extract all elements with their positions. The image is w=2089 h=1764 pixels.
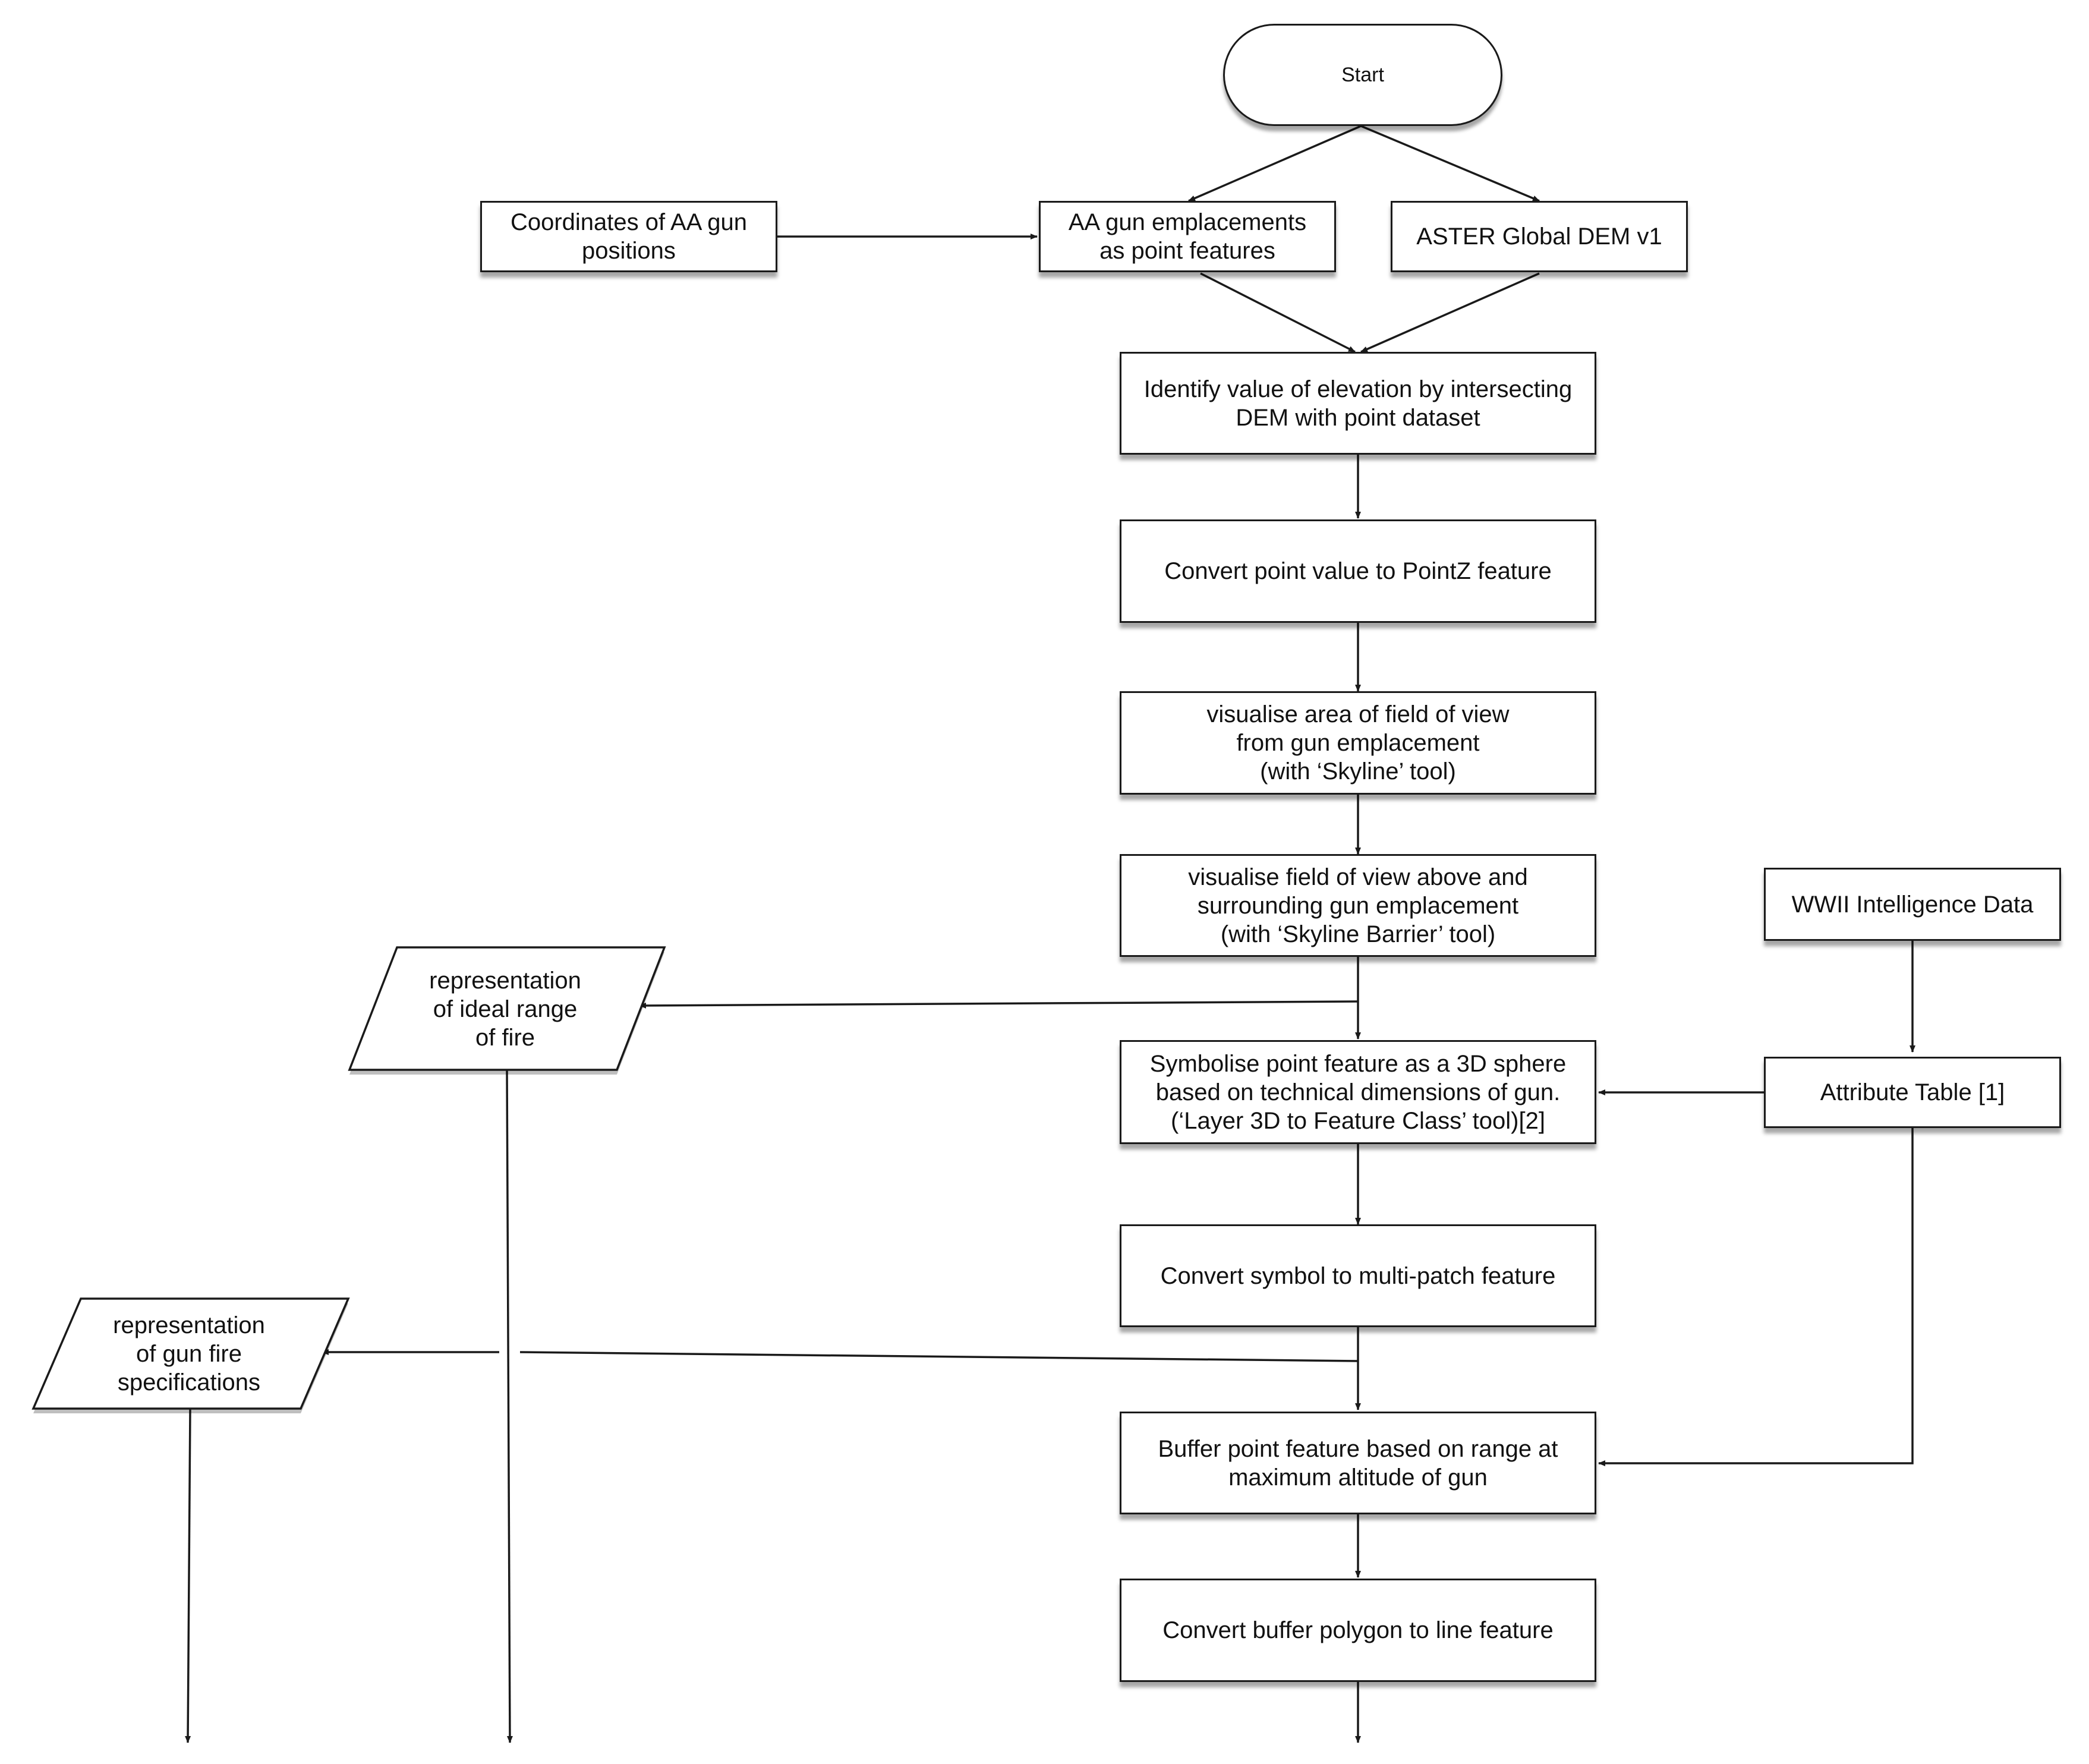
- identify-elevation-box: Identify value of elevation by intersect…: [1120, 352, 1596, 455]
- representation-specs-label-wrap: representation of gun fire specification…: [76, 1302, 302, 1406]
- edge-aa-points-to-identify: [1200, 272, 1356, 353]
- aa-gun-points-label: AA gun emplacements as point features: [1068, 209, 1307, 264]
- representation-range-label: representation of ideal range of fire: [429, 968, 581, 1051]
- attribute-table-box: Attribute Table [1]: [1764, 1057, 2061, 1128]
- convert-line-label: Convert buffer polygon to line feature: [1162, 1617, 1554, 1643]
- edge-start-to-aster: [1360, 125, 1540, 202]
- edge-start-to-aa-points: [1188, 125, 1362, 202]
- aster-dem-box: ASTER Global DEM v1: [1391, 201, 1688, 272]
- edge-attribute-to-buffer: [1598, 1128, 1914, 1466]
- wwii-intel-label: WWII Intelligence Data: [1791, 891, 2034, 918]
- coordinates-label: Coordinates of AA gun positions: [510, 209, 748, 264]
- edge-to-representation-range: [639, 1000, 1359, 1009]
- convert-multipatch-label: Convert symbol to multi-patch feature: [1160, 1262, 1556, 1289]
- start-label: Start: [1341, 64, 1384, 86]
- convert-pointz-label: Convert point value to PointZ feature: [1164, 558, 1552, 584]
- attribute-table-label: Attribute Table [1]: [1820, 1079, 2005, 1105]
- coordinates-box: Coordinates of AA gun positions: [480, 201, 777, 272]
- visualise-area-box: visualise area of field of view from gun…: [1120, 691, 1596, 795]
- convert-multipatch-box: Convert symbol to multi-patch feature: [1120, 1224, 1596, 1327]
- buffer-label: Buffer point feature based on range at m…: [1158, 1435, 1558, 1491]
- buffer-box: Buffer point feature based on range at m…: [1120, 1412, 1596, 1514]
- symbolise-box: Symbolise point feature as a 3D sphere b…: [1120, 1040, 1596, 1144]
- wwii-intel-box: WWII Intelligence Data: [1764, 868, 2061, 941]
- visualise-above-box: visualise field of view above and surrou…: [1120, 854, 1596, 957]
- visualise-above-label: visualise field of view above and surrou…: [1188, 864, 1528, 947]
- visualise-area-label: visualise area of field of view from gun…: [1206, 701, 1510, 785]
- convert-pointz-box: Convert point value to PointZ feature: [1120, 519, 1596, 623]
- aster-dem-label: ASTER Global DEM v1: [1416, 223, 1662, 250]
- identify-elevation-label: Identify value of elevation by intersect…: [1143, 376, 1573, 431]
- representation-range-label-wrap: representation of ideal range of fire: [392, 951, 618, 1067]
- aa-gun-points-box: AA gun emplacements as point features: [1039, 201, 1336, 272]
- start-terminal: Start: [1223, 24, 1502, 126]
- edge-specs-output: [185, 1408, 191, 1743]
- edge-to-representation-specs: [519, 1351, 1359, 1362]
- representation-specs-shape: [31, 1297, 350, 1413]
- representation-specs-label: representation of gun fire specification…: [113, 1312, 265, 1396]
- symbolise-label: Symbolise point feature as a 3D sphere b…: [1149, 1050, 1567, 1134]
- representation-range-shape: [348, 946, 666, 1075]
- edge-aster-to-identify: [1360, 272, 1540, 353]
- edge-range-output: [506, 1069, 513, 1743]
- convert-line-box: Convert buffer polygon to line feature: [1120, 1579, 1596, 1682]
